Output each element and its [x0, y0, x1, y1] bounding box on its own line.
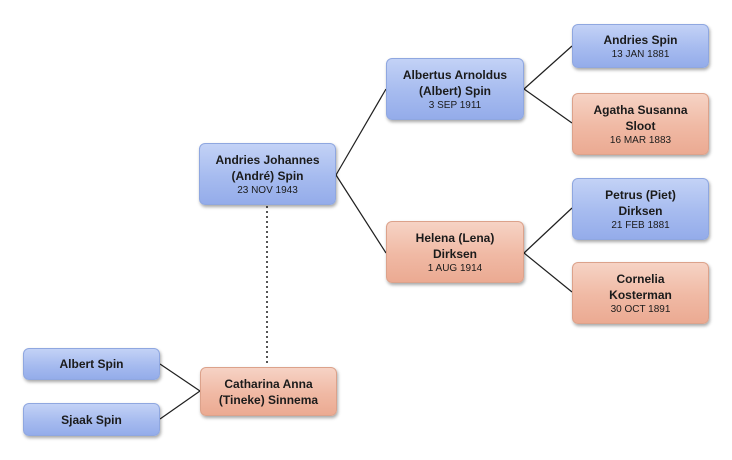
link-tineke-to-albert-child	[159, 363, 201, 392]
person-node-andries-grandfather[interactable]: Andries Spin 13 JAN 1881	[572, 24, 709, 68]
person-node-cornelia[interactable]: Cornelia Kosterman 30 OCT 1891	[572, 262, 709, 324]
link-tineke-to-sjaak	[159, 390, 201, 420]
person-node-sjaak[interactable]: Sjaak Spin	[23, 403, 160, 436]
person-node-albert-child[interactable]: Albert Spin	[23, 348, 160, 380]
person-name: (Tineke) Sinnema	[218, 392, 319, 407]
link-lena-to-cornelia	[523, 252, 573, 293]
person-name: Cornelia	[616, 271, 665, 286]
link-andre-to-lena	[335, 174, 387, 254]
person-birth-date: 1 AUG 1914	[427, 262, 483, 274]
person-node-albert-father[interactable]: Albertus Arnoldus (Albert) Spin 3 SEP 19…	[386, 58, 524, 120]
person-name: Dirksen	[432, 246, 478, 261]
person-name: Albertus Arnoldus	[402, 67, 508, 82]
person-birth-date: 30 OCT 1891	[610, 303, 671, 315]
person-name: (André) Spin	[231, 168, 304, 183]
link-andre-to-albert	[335, 88, 387, 176]
person-node-andre[interactable]: Andries Johannes (André) Spin 23 NOV 194…	[199, 143, 336, 205]
person-name: Kosterman	[609, 287, 672, 302]
person-birth-date: 13 JAN 1881	[611, 48, 670, 60]
person-node-lena[interactable]: Helena (Lena) Dirksen 1 AUG 1914	[386, 221, 524, 283]
person-name: Petrus (Piet)	[605, 187, 676, 202]
person-birth-date: 16 MAR 1883	[609, 134, 672, 146]
link-albert-to-agatha	[523, 88, 573, 124]
person-name: Catharina Anna	[224, 376, 313, 391]
person-name: Agatha Susanna	[593, 102, 688, 117]
link-lena-to-piet	[523, 207, 573, 254]
person-name: Sloot	[625, 118, 656, 133]
person-name: Sjaak Spin	[61, 412, 122, 427]
person-name: (Albert) Spin	[419, 83, 491, 98]
person-name: Dirksen	[618, 203, 663, 218]
person-node-piet[interactable]: Petrus (Piet) Dirksen 21 FEB 1881	[572, 178, 709, 240]
person-birth-date: 21 FEB 1881	[611, 219, 670, 231]
person-birth-date: 3 SEP 1911	[428, 99, 482, 111]
person-node-tineke[interactable]: Catharina Anna (Tineke) Sinnema	[200, 367, 337, 416]
person-name: Helena (Lena)	[415, 230, 495, 245]
person-name: Andries Spin	[603, 32, 678, 47]
person-name: Andries Johannes	[215, 152, 320, 167]
person-node-agatha[interactable]: Agatha Susanna Sloot 16 MAR 1883	[572, 93, 709, 155]
person-name: Albert Spin	[59, 357, 124, 371]
person-birth-date: 23 NOV 1943	[237, 184, 298, 196]
link-albert-to-andries	[523, 45, 573, 90]
